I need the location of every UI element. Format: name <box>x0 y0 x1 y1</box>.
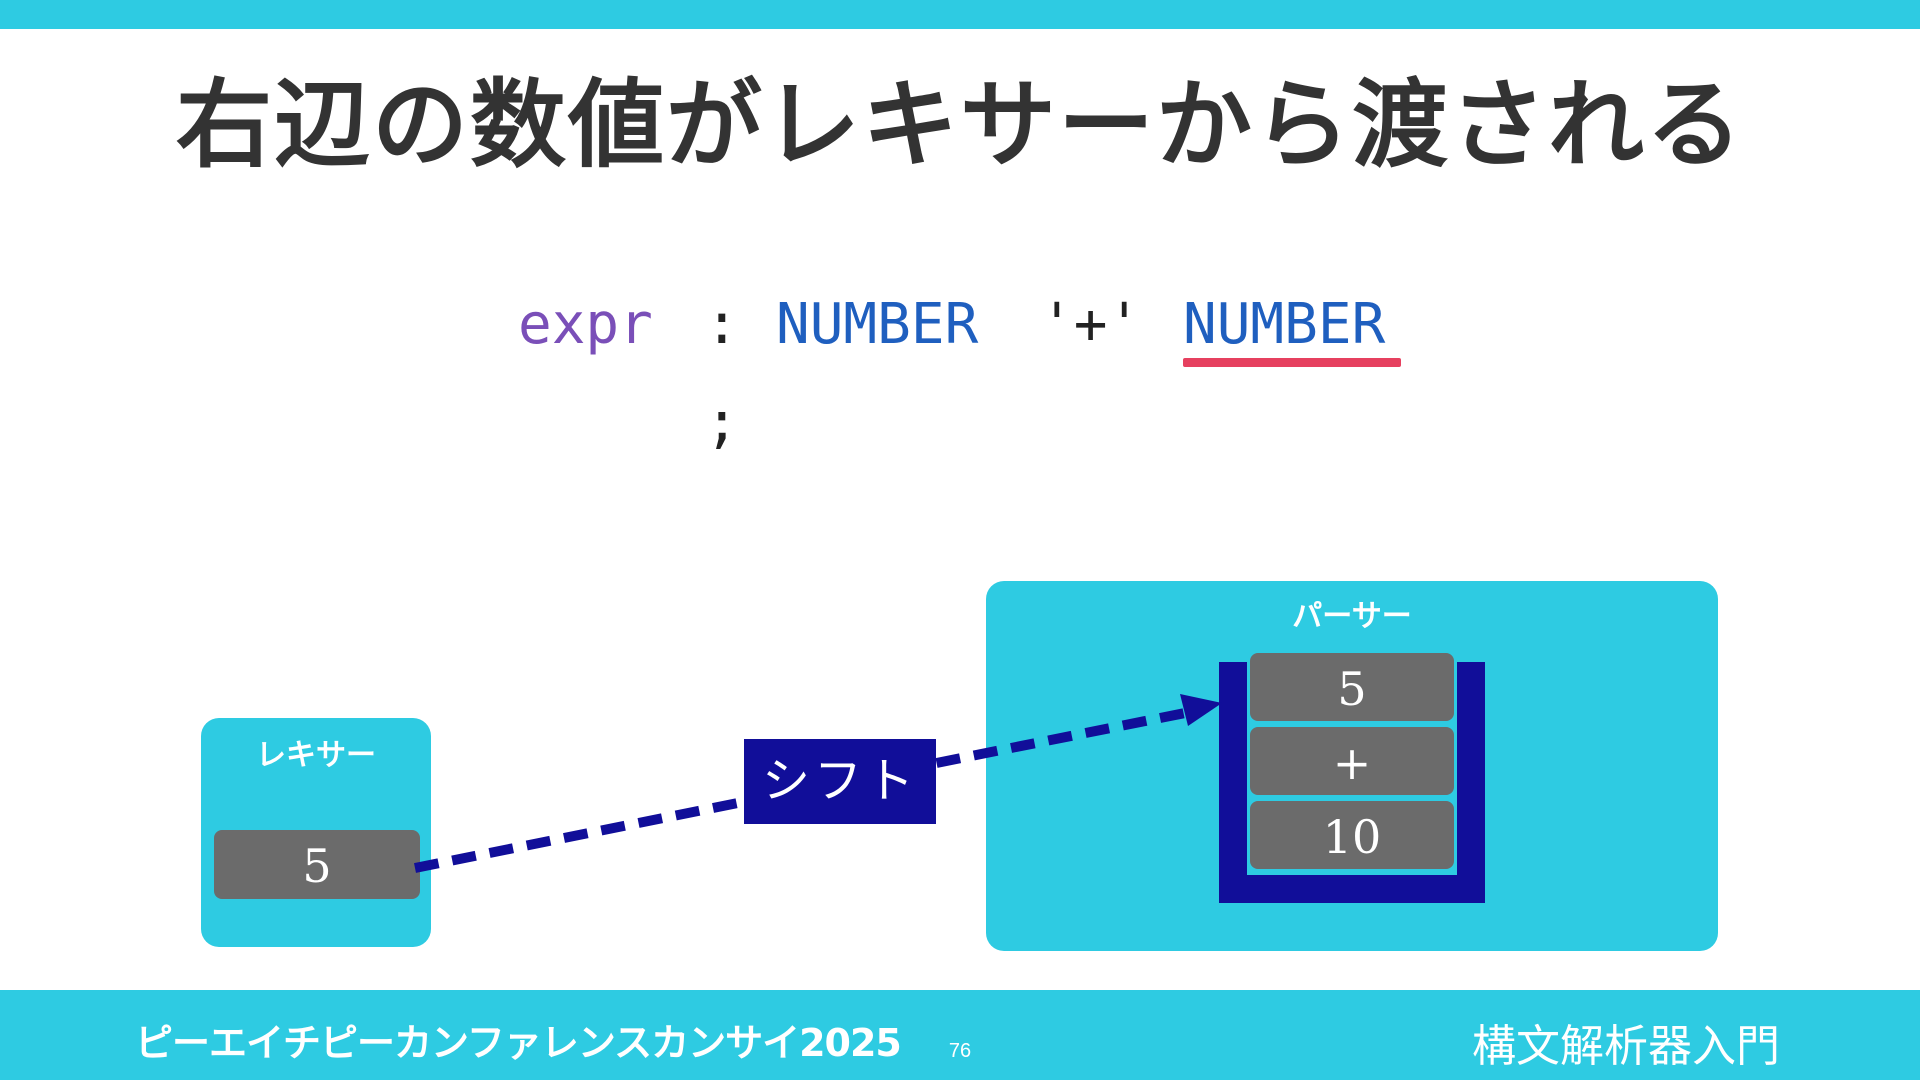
slide-title: 右辺の数値がレキサーから渡される <box>176 68 1744 181</box>
footer-event-name: ピーエイチピーカンファレンスカンサイ2025 <box>135 1021 902 1065</box>
lexer-label: レキサー <box>256 738 376 773</box>
parser-label: パーサー <box>1292 599 1412 634</box>
stack-item: 10 <box>1250 801 1454 869</box>
page-number: 76 <box>948 1040 972 1062</box>
code-token-number-1: NUMBER <box>776 292 979 357</box>
code-rule-name: expr <box>518 292 653 357</box>
top-accent-bar <box>0 0 1920 29</box>
stack-item: 5 <box>1250 653 1454 721</box>
code-semicolon: ; <box>705 390 739 455</box>
code-token-number-2: NUMBER <box>1183 292 1386 357</box>
lexer-token: 5 <box>214 830 420 899</box>
lexer-box: レキサー 5 <box>201 718 431 947</box>
stack-item: + <box>1250 727 1454 795</box>
parser-stack <box>1219 662 1485 903</box>
shift-action-label: シフト <box>744 739 936 824</box>
code-plus-literal: '+' <box>1040 292 1142 357</box>
footer-bar <box>0 990 1920 1080</box>
code-colon: : <box>705 292 739 357</box>
footer-topic: 構文解析器入門 <box>1472 1021 1780 1072</box>
highlight-underline <box>1183 358 1401 367</box>
